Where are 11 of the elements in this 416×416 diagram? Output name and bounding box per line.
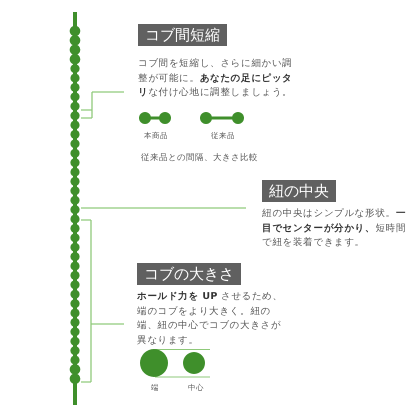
leader-line — [81, 207, 246, 209]
description-text: ホールド力を UP させるため、端のコブをより大きく。紐の端、紐の中心でコブの大きさが異なります。 — [137, 290, 284, 348]
description-text: コブ間を短縮し、さらに細かい調整が可能に。あなたの足にピッタリな付け心地に調整しましょう。 — [138, 57, 294, 100]
comparison-caption: 従来品との間隔、大きさ比較 — [141, 152, 258, 164]
leader-line — [80, 91, 125, 119]
section-heading: コブ間短縮 — [138, 24, 227, 46]
description-text: 紐の中央はシンプルな形状。一目でセンターが分かり、短時間で紐を装着できます。 — [262, 207, 408, 250]
leader-line — [80, 219, 125, 383]
section-heading: コブの大きさ — [137, 263, 241, 285]
section-heading: 紐の中央 — [262, 180, 336, 202]
shoelace-drawing — [70, 12, 80, 405]
